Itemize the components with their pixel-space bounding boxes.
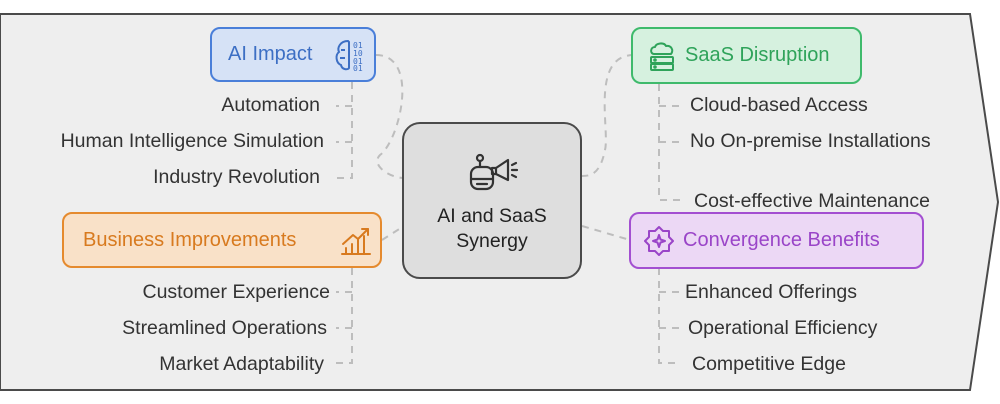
business-improvements-item-3: Market Adaptability <box>159 353 324 375</box>
convergence-benefits-item-3: Competitive Edge <box>692 353 846 375</box>
business-improvements-box: Business Improvements <box>62 212 382 268</box>
convergence-benefits-title: Convergence Benefits <box>683 229 880 251</box>
saas-disruption-item-1: Cloud-based Access <box>690 94 868 116</box>
saas-disruption-item-2: No On-premise Installations <box>690 130 931 152</box>
center-node: AI and SaaS Synergy <box>402 122 582 279</box>
ai-impact-box: AI Impact 01 10 01 01 <box>210 27 376 82</box>
sparkle-badge-icon <box>644 226 674 256</box>
ai-impact-item-2: Human Intelligence Simulation <box>60 130 324 152</box>
cloud-server-icon <box>650 42 674 71</box>
connector-lines <box>336 54 680 364</box>
svg-text:01: 01 <box>353 41 363 50</box>
convergence-benefits-box: Convergence Benefits <box>629 212 924 269</box>
ai-impact-item-3: Industry Revolution <box>153 166 320 188</box>
svg-text:01: 01 <box>353 57 363 66</box>
ai-impact-title: AI Impact <box>228 43 313 65</box>
growth-chart-icon <box>341 228 371 255</box>
ai-impact-item-1: Automation <box>221 94 320 116</box>
saas-disruption-title: SaaS Disruption <box>685 44 830 66</box>
business-improvements-item-2: Streamlined Operations <box>122 317 327 339</box>
convergence-benefits-item-1: Enhanced Offerings <box>685 281 858 303</box>
saas-disruption-box: SaaS Disruption <box>631 27 862 84</box>
business-improvements-title: Business Improvements <box>83 228 297 251</box>
svg-text:10: 10 <box>353 49 363 58</box>
svg-text:01: 01 <box>353 64 363 72</box>
convergence-benefits-item-2: Operational Efficiency <box>688 317 878 339</box>
business-improvements-item-1: Customer Experience <box>142 281 331 303</box>
saas-disruption-item-3: Cost-effective Maintenance <box>694 190 930 212</box>
center-label: AI and SaaS Synergy <box>437 205 547 252</box>
robot-megaphone-icon <box>469 153 519 191</box>
brain-binary-icon: 01 10 01 01 <box>335 39 363 72</box>
